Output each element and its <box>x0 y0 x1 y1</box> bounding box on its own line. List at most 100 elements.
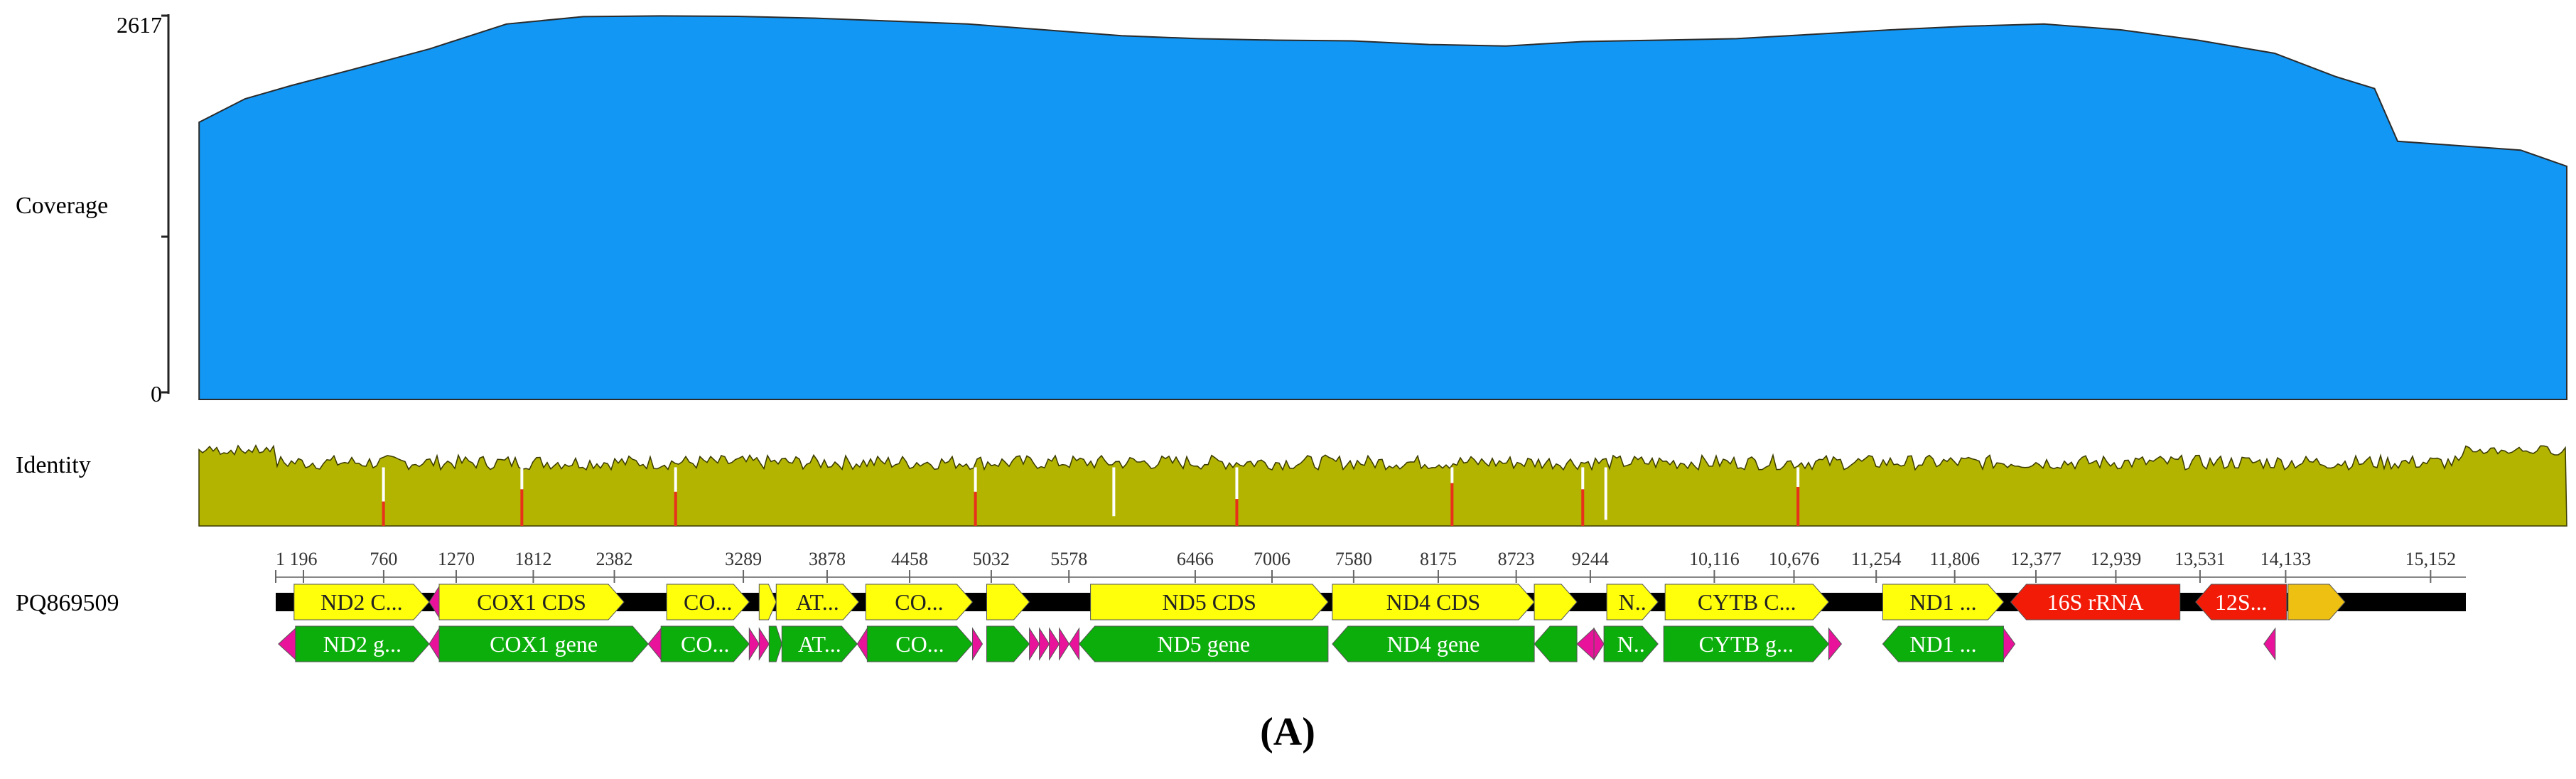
cds-feature <box>1332 584 1535 620</box>
gene-feature-label: ND1 ... <box>1909 631 1976 657</box>
coverage-y-max-label: 2617 <box>117 12 162 38</box>
ruler-tick-label: 1812 <box>514 549 551 569</box>
cds-feature-label: N.. <box>1619 589 1647 615</box>
gene-feature-label: CO... <box>681 631 729 657</box>
cds-feature <box>865 584 974 620</box>
ruler-tick-label: 1270 <box>438 549 475 569</box>
ruler-tick-label: 2382 <box>596 549 633 569</box>
trna-feature <box>647 627 662 661</box>
ruler-tick-label: 12,939 <box>2091 549 2142 569</box>
coverage-track-label: Coverage <box>16 193 108 219</box>
ruler-tick-label: 3289 <box>725 549 762 569</box>
gene-feature-label: CO... <box>895 631 944 657</box>
ruler-tick-label: 8723 <box>1498 549 1535 569</box>
gene-feature <box>1603 625 1659 662</box>
gene-feature-label: ND4 gene <box>1387 631 1480 657</box>
cds-feature-label: ND4 CDS <box>1386 589 1480 615</box>
gene-feature-label: COX1 gene <box>490 631 598 657</box>
ruler-tick-label: 11,806 <box>1929 549 1980 569</box>
cds-feature-label: CYTB C... <box>1698 589 1796 615</box>
ruler-tick-label: 14,133 <box>2260 549 2312 569</box>
cds-feature-label: CO... <box>684 589 732 615</box>
ruler-tick-label: 5032 <box>973 549 1010 569</box>
gene-feature <box>1534 625 1578 662</box>
ruler-tick-label: 196 <box>290 549 318 569</box>
trna-feature <box>1049 627 1060 661</box>
cds-feature <box>1606 584 1659 620</box>
rrna-feature <box>2195 584 2287 620</box>
rrna-feature <box>2010 584 2181 620</box>
trna-feature <box>1593 627 1605 661</box>
rrna-feature-label: 12S... <box>2215 589 2268 615</box>
trna-feature <box>429 627 440 661</box>
trna-feature <box>1029 627 1040 661</box>
gene-feature <box>1078 625 1329 662</box>
cds-feature <box>1534 584 1578 620</box>
trna-feature <box>2003 627 2016 661</box>
trna-feature <box>1059 627 1070 661</box>
trna-feature <box>972 627 983 661</box>
ruler-tick-label: 11,254 <box>1851 549 1902 569</box>
cds-feature-label: CO... <box>895 589 943 615</box>
ruler-tick-label: 12,377 <box>2010 549 2062 569</box>
gene-feature-label: N.. <box>1617 631 1645 657</box>
cds-feature-label: COX1 CDS <box>477 589 586 615</box>
ruler-tick-label: 7006 <box>1254 549 1290 569</box>
trna-feature <box>2263 627 2276 661</box>
cds-feature <box>438 584 625 620</box>
trna-feature <box>278 627 296 661</box>
ruler-tick-label: 1 <box>276 549 285 569</box>
gene-feature <box>986 625 1030 662</box>
ruler-tick-label: 10,116 <box>1689 549 1740 569</box>
cds-feature-label: ND2 C... <box>320 589 403 615</box>
gene-feature <box>768 625 782 662</box>
gene-feature-label: ND2 g... <box>323 631 402 657</box>
gene-feature <box>1663 625 1830 662</box>
cds-feature <box>1090 584 1329 620</box>
cds-feature-label: AT... <box>796 589 839 615</box>
gene-feature <box>660 625 750 662</box>
ruler-tick-label: 6466 <box>1177 549 1214 569</box>
ruler-tick-label: 3878 <box>809 549 846 569</box>
rrna-feature-label: 16S rRNA <box>2047 589 2144 615</box>
ruler-tick-label: 10,676 <box>1769 549 1820 569</box>
trna-feature <box>1576 627 1595 661</box>
ruler-tick-label: 4458 <box>891 549 928 569</box>
identity-area <box>198 444 2567 527</box>
ruler-tick-label: 15,152 <box>2405 549 2457 569</box>
coverage-axis: 2617 0 <box>117 12 170 407</box>
gene-feature <box>295 625 430 662</box>
ruler-tick-label: 5578 <box>1050 549 1087 569</box>
cds-feature <box>1882 584 2005 620</box>
ruler-tick-label: 8175 <box>1420 549 1457 569</box>
cds-feature-label: ND1 ... <box>1909 589 1976 615</box>
trna-feature <box>1039 627 1050 661</box>
cds-feature <box>1664 584 1830 620</box>
cds-feature <box>293 584 430 620</box>
gene-feature-label: CYTB g... <box>1699 631 1794 657</box>
gene-feature <box>781 625 858 662</box>
identity-track-label: Identity <box>16 452 91 478</box>
ruler-tick-label: 7580 <box>1335 549 1372 569</box>
trna-feature <box>758 627 770 661</box>
gene-feature-label: AT... <box>798 631 841 657</box>
cds-feature <box>775 584 860 620</box>
identity-track <box>198 444 2567 527</box>
sequence-label: PQ869509 <box>16 590 119 616</box>
gene-feature <box>1332 625 1535 662</box>
annotation-track: ND2 C... COX1 CDS CO... AT... CO... ND5 CDS ND… <box>278 584 2346 662</box>
trna-feature <box>748 627 760 661</box>
cds-feature <box>758 584 777 620</box>
trna-feature <box>856 627 868 661</box>
ruler-tick-label: 760 <box>370 549 397 569</box>
gene-feature-label: ND5 gene <box>1157 631 1250 657</box>
cds-feature-label: ND5 CDS <box>1163 589 1256 615</box>
panel-label: (A) <box>1260 710 1315 754</box>
gene-feature <box>866 625 974 662</box>
trna-feature <box>1069 627 1080 661</box>
coverage-y-min-label: 0 <box>151 381 162 407</box>
trna-feature <box>429 585 440 619</box>
ruler-tick-label: 13,531 <box>2174 549 2226 569</box>
